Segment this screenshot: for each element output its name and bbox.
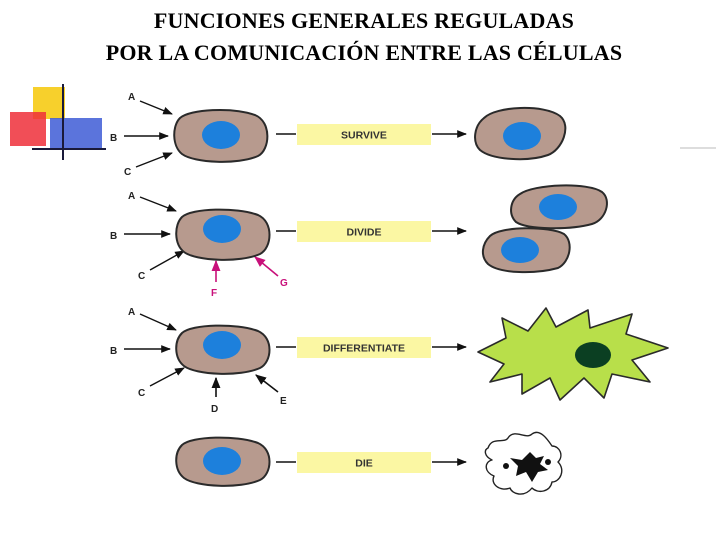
differentiated-cell — [477, 307, 669, 401]
fragmented-nucleus — [510, 452, 548, 482]
nucleus — [203, 215, 241, 243]
signal-arrow-a — [139, 196, 177, 212]
slide-title-line-2: POR LA COMUNICACIÓN ENTRE LAS CÉLULAS — [105, 40, 623, 65]
fate-label: SURVIVE — [341, 130, 387, 142]
fate-box — [297, 124, 431, 145]
signal-label-a: A — [128, 307, 135, 318]
nucleus — [503, 122, 541, 150]
nucleus — [501, 237, 539, 263]
signal-arrow-c — [149, 250, 185, 271]
fate-label: DIE — [355, 458, 373, 470]
fate-box — [297, 452, 431, 473]
signal-label-a: A — [128, 191, 135, 202]
signal-label-e: E — [280, 396, 287, 407]
signal-label-b: B — [110, 346, 117, 357]
signal-label-c: C — [138, 388, 145, 399]
decorative-squares — [10, 84, 106, 160]
signal-label-f: F — [211, 288, 217, 299]
deco-red-square — [10, 112, 46, 146]
deco-blue-square — [50, 118, 102, 148]
nucleus — [202, 121, 240, 149]
nucleus — [203, 447, 241, 475]
signal-arrow-g — [254, 256, 279, 277]
signal-arrow-e — [255, 374, 279, 393]
signal-arrow-c — [149, 367, 185, 387]
signal-label-c: C — [138, 271, 145, 282]
fate-label: DIFFERENTIATE — [323, 343, 405, 355]
signal-label-d: D — [211, 404, 218, 415]
row-differentiate: A B C D E DIFFERENTIATE — [110, 307, 669, 415]
signal-arrow-c — [135, 152, 173, 168]
row-survive: A B C SURVIVE — [110, 92, 716, 178]
fate-label: DIVIDE — [346, 227, 381, 239]
slide-title-line-1: FUNCIONES GENERALES REGULADAS — [153, 8, 575, 33]
signal-arrow-a — [139, 313, 177, 331]
fate-box — [297, 221, 431, 242]
row-die: DIE — [175, 431, 563, 495]
nuclear-fragment — [545, 459, 551, 465]
row-divide: A B C F G DIVIDE — [110, 184, 608, 299]
signal-label-g: G — [280, 278, 288, 289]
differentiated-nucleus — [575, 342, 611, 368]
signal-label-b: B — [110, 231, 117, 242]
signal-label-b: B — [110, 133, 117, 144]
signal-arrow-a — [139, 100, 173, 115]
fate-box — [297, 337, 431, 358]
signal-label-a: A — [128, 92, 135, 103]
signal-label-c: C — [124, 167, 131, 178]
nucleus — [203, 331, 241, 359]
nucleus — [539, 194, 577, 220]
nuclear-fragment — [503, 463, 509, 469]
